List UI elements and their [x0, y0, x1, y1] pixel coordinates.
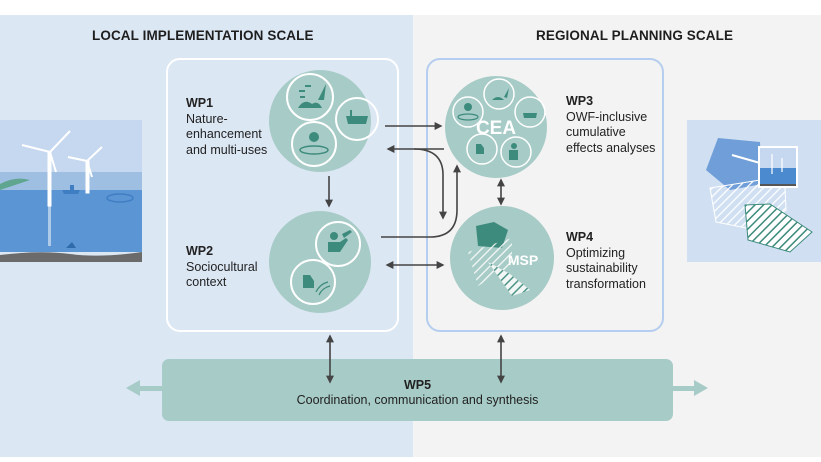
wp4-line: transformation — [566, 276, 646, 291]
wp2-label: WP2 Sociocultural context — [186, 244, 258, 291]
aquaculture-icon-circle — [291, 121, 337, 167]
arrow-curve-to-wp4 — [413, 148, 447, 220]
oyster-icon — [309, 132, 319, 142]
wp3-cea-circle: CEA — [445, 76, 547, 178]
person-speaking-icon — [330, 232, 338, 240]
wp4-line: Optimizing — [566, 245, 626, 260]
fish-seagrass-icon-circle — [286, 73, 334, 121]
wp5-description: Coordination, communication and synthesi… — [296, 393, 539, 407]
wp3-label: WP3 OWF-inclusive cumulative effects ana… — [566, 94, 655, 156]
wp2-circle — [269, 211, 371, 313]
local-scale-box — [166, 58, 399, 332]
local-scale-title: LOCAL IMPLEMENTATION SCALE — [92, 28, 314, 43]
vessel-icon-circle — [335, 97, 379, 141]
wp5-box: WP5 Coordination, communication and synt… — [162, 359, 673, 421]
net-ring-icon — [299, 145, 329, 155]
wp3-line: OWF-inclusive — [566, 109, 648, 124]
coastal-community-icon — [303, 275, 314, 288]
msp-label: MSP — [508, 252, 538, 268]
arrow-left-icon — [126, 380, 140, 396]
wp4-label: WP4 Optimizing sustainability transforma… — [566, 230, 646, 292]
wp5-id: WP5 — [403, 378, 432, 392]
wp5-outward-arrows — [126, 380, 708, 396]
wp1-circle — [269, 70, 379, 172]
regional-scale-title: REGIONAL PLANNING SCALE — [536, 28, 734, 43]
wp2-id: WP2 — [186, 244, 214, 258]
wp3-id: WP3 — [566, 94, 594, 108]
aquaculture-ring-icon — [106, 193, 134, 203]
arrow-wp2-to-wp3 — [381, 164, 461, 238]
wp2-line: Sociocultural — [186, 259, 258, 274]
wp1-line: Nature- — [186, 111, 228, 126]
wp2-line: context — [186, 275, 227, 289]
offshore-wind-scene-illustration — [0, 120, 142, 262]
wp3-line: cumulative — [566, 125, 626, 139]
regional-scale-box — [426, 58, 664, 332]
wp1-label: WP1 Nature- enhancement and multi-uses — [186, 96, 267, 158]
vessel-icon — [346, 110, 368, 124]
wind-turbine-icon — [21, 130, 103, 207]
waves-icon — [315, 281, 331, 296]
marine-spatial-planning-map-illustration — [687, 120, 821, 262]
wp1-line: and multi-uses — [186, 142, 268, 157]
wp3-line: effects analyses — [566, 140, 656, 155]
wp1-line: enhancement — [186, 127, 262, 141]
arrow-right-icon — [694, 380, 708, 396]
ship-icon — [62, 185, 80, 194]
wp1-id: WP1 — [186, 96, 214, 110]
rock-reef-icon — [298, 101, 322, 108]
wp4-msp-circle: MSP — [450, 206, 554, 310]
wp4-id: WP4 — [566, 230, 594, 244]
cea-label: CEA — [476, 118, 516, 139]
wp4-line: sustainability — [566, 261, 638, 275]
seagrass-icon — [318, 84, 326, 100]
